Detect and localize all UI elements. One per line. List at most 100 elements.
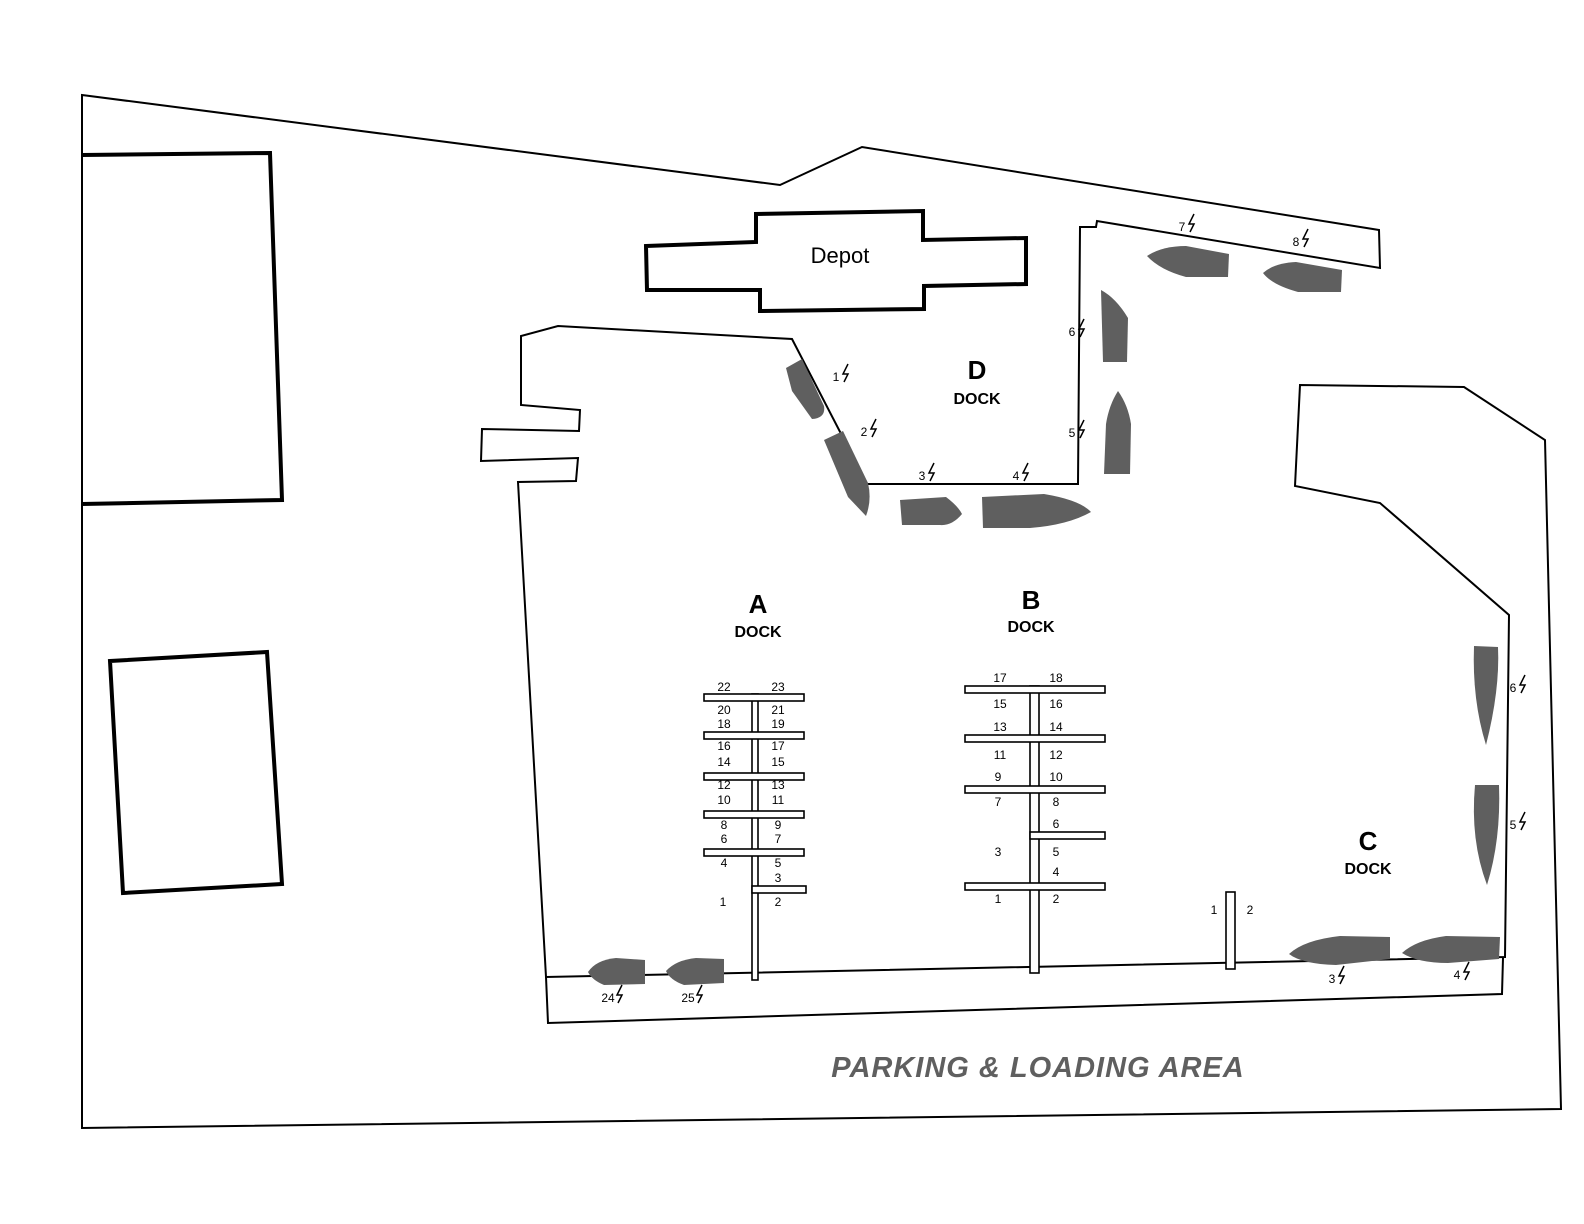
boat-icon xyxy=(786,359,825,419)
slip-number: 5 xyxy=(1053,845,1060,859)
dock-c-letter: C xyxy=(1359,826,1378,856)
boat-icon xyxy=(982,494,1091,528)
slip-number: 19 xyxy=(771,717,785,731)
boat-icon xyxy=(1473,785,1500,885)
property-boundary xyxy=(81,93,1563,1130)
slip-number: 9 xyxy=(775,818,782,832)
slip-number: 24 xyxy=(601,991,615,1005)
slip-number: 22 xyxy=(717,680,731,694)
slip-number: 14 xyxy=(1049,720,1063,734)
slip-number: 17 xyxy=(771,739,785,753)
slip-number: 20 xyxy=(717,703,731,717)
slip-number: 6 xyxy=(1069,325,1076,339)
slip-number: 17 xyxy=(993,671,1007,685)
slip-number: 4 xyxy=(1053,865,1060,879)
parking-area-label: PARKING & LOADING AREA xyxy=(831,1052,1245,1084)
slip-number: 16 xyxy=(717,739,731,753)
slip-number: 23 xyxy=(771,680,785,694)
slip-number: 5 xyxy=(1510,818,1517,832)
dock-b-pier xyxy=(964,685,1106,974)
lightning-bolt-icon xyxy=(1302,228,1309,248)
slip-number: 1 xyxy=(1211,903,1218,917)
boat-icon xyxy=(1473,646,1499,745)
slip-number: 7 xyxy=(1179,220,1186,234)
slip-number: 3 xyxy=(995,845,1002,859)
slip-number: 18 xyxy=(1049,671,1063,685)
slip-number: 8 xyxy=(1053,795,1060,809)
depot-label: Depot xyxy=(811,243,870,268)
lightning-bolt-icon xyxy=(1338,965,1345,985)
boat-icon xyxy=(1263,262,1342,292)
slip-number: 1 xyxy=(720,895,727,909)
lightning-bolt-icon xyxy=(1022,462,1029,482)
dock-d-letter: D xyxy=(968,355,987,385)
slip-number: 4 xyxy=(721,856,728,870)
slip-number: 7 xyxy=(775,832,782,846)
slip-number: 3 xyxy=(775,871,782,885)
dock-b-slip-labels: 17 18 15 16 13 14 11 12 9 10 7 8 6 3 5 4… xyxy=(993,671,1063,906)
dock-a-letter: A xyxy=(749,589,768,619)
slip-number: 10 xyxy=(1049,770,1063,784)
boat-icon xyxy=(588,958,645,985)
slip-number: 2 xyxy=(861,425,868,439)
dock-a-slip-labels: 22 23 20 21 18 19 16 17 14 15 12 13 10 1… xyxy=(717,680,785,909)
boat-icon xyxy=(1289,936,1390,965)
lightning-bolt-icon xyxy=(842,363,849,383)
lightning-bolt-icon xyxy=(1188,213,1195,233)
depot-building xyxy=(643,208,1028,314)
slip-number: 16 xyxy=(1049,697,1063,711)
lightning-bolt-icon xyxy=(616,984,623,1004)
slip-number: 15 xyxy=(771,755,785,769)
boats xyxy=(588,246,1500,985)
slip-number: 15 xyxy=(993,697,1007,711)
lightning-bolt-icon xyxy=(696,984,703,1004)
lightning-bolt-icon xyxy=(870,418,877,438)
slip-number: 21 xyxy=(771,703,785,717)
dock-b-word: DOCK xyxy=(1007,619,1055,636)
dock-c-finger xyxy=(1225,891,1236,970)
building-south xyxy=(107,649,285,896)
boat-icon xyxy=(900,497,962,526)
slip-number: 4 xyxy=(1013,469,1020,483)
slip-number: 3 xyxy=(919,469,926,483)
boat-icon xyxy=(1402,936,1500,963)
slip-number: 14 xyxy=(717,755,731,769)
slip-number: 2 xyxy=(775,895,782,909)
slip-number: 8 xyxy=(721,818,728,832)
slip-number: 18 xyxy=(717,717,731,731)
slip-number: 3 xyxy=(1329,972,1336,986)
dock-d-word: DOCK xyxy=(953,391,1001,408)
dock-c-word: DOCK xyxy=(1344,861,1392,878)
slip-number: 13 xyxy=(771,778,785,792)
building-north xyxy=(81,150,285,506)
boat-icon xyxy=(824,431,870,516)
dock-a-pier xyxy=(703,693,807,981)
dock-a-word: DOCK xyxy=(734,624,782,641)
lightning-bolt-icon xyxy=(1463,961,1470,981)
lightning-bolt-icon xyxy=(928,462,935,482)
slip-number: 1 xyxy=(833,370,840,384)
powered-slip-labels: 1 2 3 4 5 6 7 8 3 4 5 6 24 25 xyxy=(601,213,1526,1005)
bulkhead-strip xyxy=(545,957,1504,1025)
slip-number: 13 xyxy=(993,720,1007,734)
lightning-bolt-icon xyxy=(1078,419,1085,439)
dock-b-letter: B xyxy=(1022,585,1041,615)
boat-icon xyxy=(1101,290,1128,362)
slip-number: 6 xyxy=(1053,817,1060,831)
slip-number: 12 xyxy=(1049,748,1063,762)
slip-number: 5 xyxy=(1069,426,1076,440)
slip-number: 11 xyxy=(994,748,1007,762)
boat-icon xyxy=(1147,246,1229,277)
slip-number: 2 xyxy=(1053,892,1060,906)
slip-number: 9 xyxy=(995,770,1002,784)
slip-number: 8 xyxy=(1293,235,1300,249)
slip-number: 5 xyxy=(775,856,782,870)
lightning-bolt-icon xyxy=(1519,811,1526,831)
slip-number: 6 xyxy=(1510,681,1517,695)
slip-number: 25 xyxy=(681,991,695,1005)
slip-number: 1 xyxy=(995,892,1002,906)
slip-number: 6 xyxy=(721,832,728,846)
slip-number: 4 xyxy=(1454,968,1461,982)
slip-number: 10 xyxy=(717,793,731,807)
